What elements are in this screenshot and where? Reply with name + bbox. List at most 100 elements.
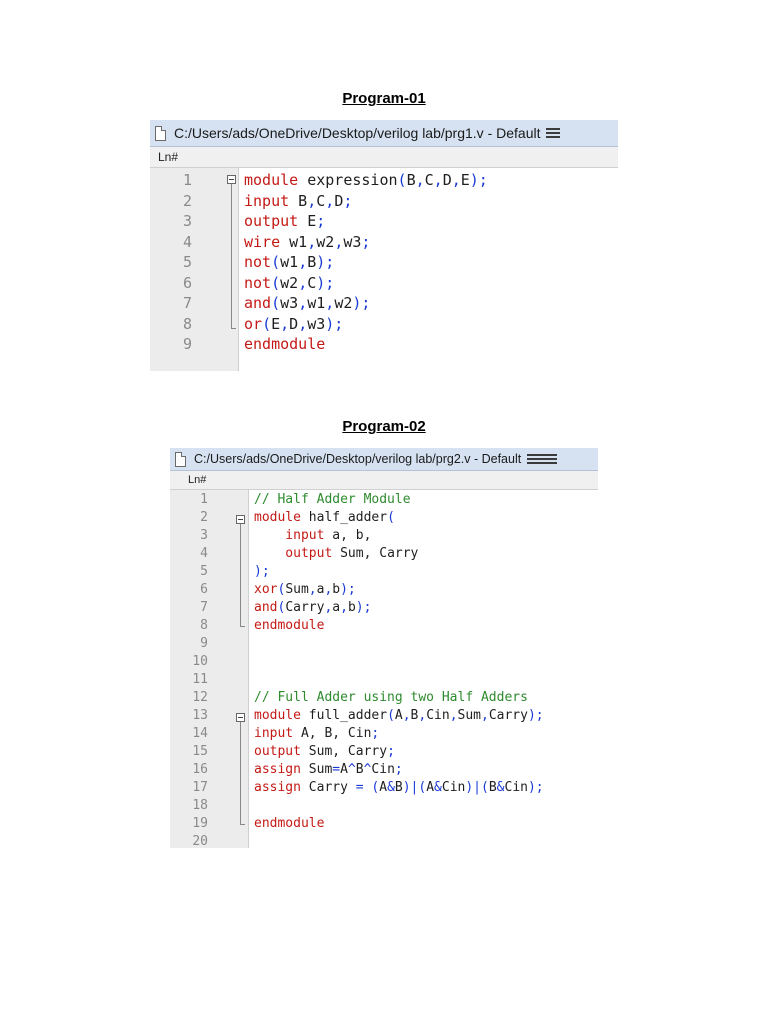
code-token: Carry	[285, 600, 325, 615]
code-token: a, b,	[324, 528, 372, 543]
code-token: input	[244, 191, 290, 210]
code-token: ,	[418, 708, 427, 723]
code-token: assign	[254, 762, 301, 777]
code-token: B	[289, 191, 308, 210]
code-token: assign	[254, 780, 301, 795]
code-token: );	[527, 708, 544, 723]
code-token: E	[271, 314, 281, 333]
code-token: not	[244, 273, 272, 292]
code-line[interactable]: input a, b,	[254, 527, 598, 545]
code-token: or	[244, 314, 263, 333]
code-token: w1	[280, 232, 308, 251]
code-line[interactable]: endmodule	[254, 617, 598, 635]
fold-toggle-icon[interactable]	[236, 713, 245, 722]
window-titlebar[interactable]: C:/Users/ads/OneDrive/Desktop/verilog la…	[150, 120, 618, 147]
code-token: w3	[343, 232, 362, 251]
code-token: A	[340, 762, 348, 777]
window-titlebar[interactable]: C:/Users/ads/OneDrive/Desktop/verilog la…	[170, 448, 598, 471]
code-token: ;	[371, 726, 380, 741]
line-number: 7	[200, 600, 208, 615]
code-token: b	[347, 600, 356, 615]
code-line[interactable]: output Sum, Carry;	[254, 743, 598, 761]
code-token: D	[442, 171, 452, 189]
code-token: output	[244, 212, 299, 230]
code-token: ,	[298, 294, 308, 312]
document-icon	[155, 125, 166, 141]
code-token: ,	[298, 253, 308, 271]
code-token: ;	[343, 191, 353, 210]
code-line[interactable]: output E;	[244, 211, 618, 232]
code-line[interactable]: or(E,D,w3);	[244, 314, 618, 335]
code-token: B	[394, 780, 403, 795]
line-number: 13	[192, 708, 208, 723]
line-number: 7	[182, 294, 192, 312]
code-line[interactable]: module expression(B,C,D,E);	[244, 170, 618, 191]
code-token: half_adder	[300, 510, 388, 525]
code-line[interactable]: // Full Adder using two Half Adders	[254, 689, 598, 707]
code-line[interactable]: and(Carry,a,b);	[254, 599, 598, 617]
code-token: C	[316, 191, 326, 210]
line-number: 17	[192, 780, 208, 795]
code-line[interactable]: not(w1,B);	[244, 252, 618, 273]
code-token: ,	[325, 191, 335, 210]
code-token: ,	[324, 600, 333, 615]
code-token: // Half Adder Module	[254, 492, 411, 507]
line-number: 2	[182, 191, 192, 210]
code-token: B	[488, 780, 497, 795]
code-token: xor	[254, 582, 278, 597]
editor-window-prg1: C:/Users/ads/OneDrive/Desktop/verilog la…	[150, 120, 618, 371]
menu-icon[interactable]	[546, 126, 561, 140]
code-token: ,	[298, 273, 308, 292]
code-line[interactable]: endmodule	[244, 334, 618, 355]
code-line[interactable]: wire w1,w2,w3;	[244, 232, 618, 253]
code-token: endmodule	[254, 816, 325, 831]
code-token: full_adder	[300, 708, 388, 723]
code-token: Cin	[371, 762, 395, 777]
code-token: expression	[298, 171, 398, 189]
code-token: endmodule	[254, 618, 325, 633]
code-token: w2	[280, 273, 299, 292]
code-line[interactable]: module half_adder(	[254, 509, 598, 527]
fold-toggle-icon[interactable]	[227, 175, 236, 184]
fold-end-marker	[240, 824, 245, 825]
code-token: not	[244, 253, 272, 271]
code-token: ;	[387, 744, 395, 759]
code-line[interactable]: input A, B, Cin;	[254, 725, 598, 743]
line-number: 10	[192, 654, 208, 669]
code-token: w1	[280, 253, 299, 271]
code-token: ,	[308, 582, 317, 597]
line-number-gutter	[170, 490, 249, 848]
code-line[interactable]: // Half Adder Module	[254, 491, 598, 509]
code-line[interactable]: assign Sum=A^B^Cin;	[254, 761, 598, 779]
code-token: )|(	[402, 780, 427, 795]
code-token: Cin	[504, 780, 528, 795]
code-token: Sum	[300, 762, 333, 777]
code-line[interactable]: and(w3,w1,w2);	[244, 293, 618, 314]
code-line[interactable]: input B,C,D;	[244, 191, 618, 212]
code-line[interactable]: assign Carry = (A&B)|(A&Cin)|(B&Cin);	[254, 779, 598, 797]
code-token: ,	[307, 191, 317, 210]
line-number: 2	[200, 510, 208, 525]
code-token: ,	[334, 232, 344, 251]
fold-toggle-icon[interactable]	[236, 515, 245, 524]
code-token: wire	[244, 232, 281, 251]
code-token: ,	[402, 708, 411, 723]
line-number: 19	[192, 816, 208, 831]
line-number-header-row: Ln#	[170, 471, 598, 490]
line-number: 8	[182, 314, 192, 333]
code-line[interactable]: xor(Sum,a,b);	[254, 581, 598, 599]
code-line[interactable]: endmodule	[254, 815, 598, 833]
code-token: ,	[340, 600, 348, 615]
code-line[interactable]: module full_adder(A,B,Cin,Sum,Carry);	[254, 707, 598, 725]
menu-icon[interactable]	[527, 452, 558, 466]
code-line[interactable]: not(w2,C);	[244, 273, 618, 294]
line-number-gutter	[150, 168, 239, 371]
code-token: input	[254, 726, 294, 741]
code-line[interactable]: );	[254, 563, 598, 581]
line-number: 4	[182, 232, 192, 251]
code-token: ^	[363, 762, 372, 777]
code-token: (	[271, 294, 281, 312]
code-line[interactable]: output Sum, Carry	[254, 545, 598, 563]
code-token: a	[316, 582, 325, 597]
line-number: 1	[200, 492, 208, 507]
